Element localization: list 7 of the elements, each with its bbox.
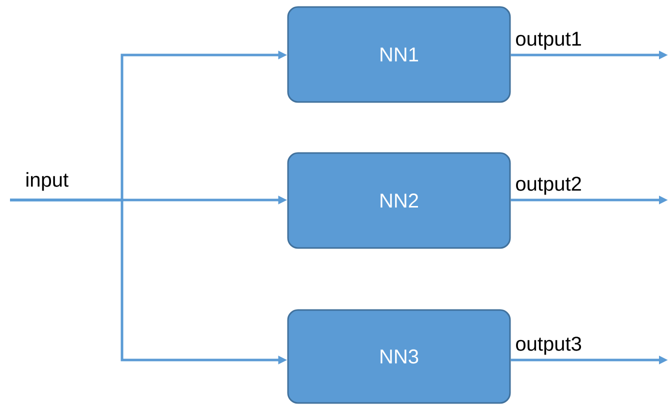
edge-label: output1 (516, 32, 581, 50)
edge-label: output2 (516, 176, 581, 195)
process-box: NN1 (287, 6, 511, 103)
process-box: NN3 (287, 309, 511, 404)
edge-label: output3 (516, 336, 582, 355)
process-box: NN2 (287, 152, 511, 249)
input-label: input (26, 172, 68, 191)
